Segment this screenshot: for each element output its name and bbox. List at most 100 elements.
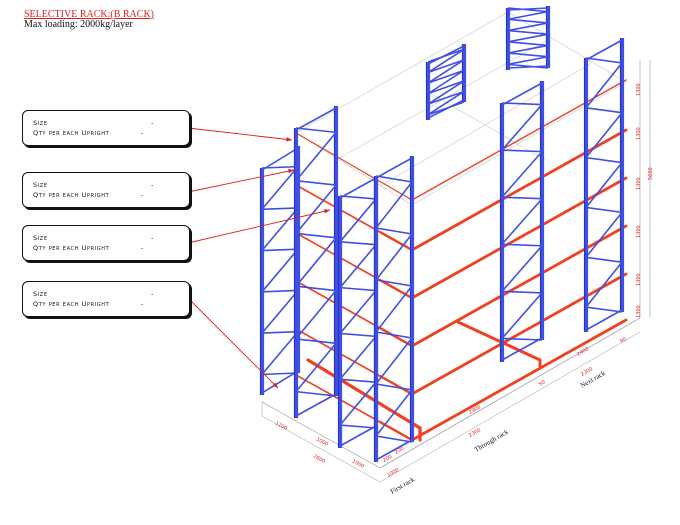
callout-leaders	[187, 127, 331, 389]
frame-brace	[375, 389, 413, 437]
frame-brace	[375, 233, 413, 281]
frame-brace	[295, 285, 337, 292]
frame-brace	[339, 381, 377, 426]
frame-brace	[261, 330, 299, 334]
qty-value: -	[141, 191, 144, 199]
callout-box-2: Size - Qty per each Upright-	[22, 172, 190, 208]
frame-brace	[427, 90, 465, 105]
frame-brace	[585, 309, 623, 331]
frame-brace	[375, 157, 413, 179]
frame-brace	[585, 256, 623, 263]
dim-through-bay: 2900	[468, 404, 482, 416]
callout-qty-row: Qty per each Upright-	[33, 244, 143, 252]
dim-small-e: 90	[619, 336, 628, 344]
floor-rail	[306, 358, 422, 430]
floor-edge	[261, 401, 381, 469]
frame-brace	[585, 306, 623, 313]
callout-size-row: Size -	[33, 119, 153, 127]
size-value: -	[151, 119, 154, 127]
frame-brace	[261, 207, 299, 211]
frame-brace	[261, 207, 299, 252]
frame-brace	[507, 22, 549, 32]
frame-brace	[375, 439, 413, 461]
floor-outline	[261, 60, 651, 483]
first-rack-beam	[378, 278, 414, 300]
frame-brace	[339, 332, 377, 338]
frame-brace	[375, 227, 413, 235]
size-label: Size	[33, 181, 48, 189]
frame-brace	[261, 248, 299, 293]
frame-brace	[339, 378, 377, 383]
callout-arrowhead	[272, 382, 278, 388]
frame-brace	[295, 131, 337, 182]
frame-brace	[501, 82, 543, 106]
frame-brace	[501, 151, 543, 198]
frame-brace	[375, 435, 413, 443]
qty-label: Qty per each Upright	[33, 244, 110, 252]
floor-rail	[456, 320, 542, 362]
frame-brace	[339, 177, 377, 199]
frame-brace	[339, 241, 377, 246]
frame-brace	[501, 292, 543, 339]
top-grid-line	[429, 92, 546, 161]
frame-brace	[501, 337, 543, 341]
frame-brace	[585, 156, 623, 164]
dim-level-top: 1300	[636, 83, 642, 96]
frame-brace	[375, 175, 413, 183]
dim-level-3: 1300	[636, 225, 642, 238]
top-grid-line	[295, 132, 413, 206]
front-beam	[410, 128, 628, 252]
frame-brace	[507, 52, 549, 58]
frame-brace	[585, 62, 623, 109]
frame-brace	[261, 331, 299, 375]
dim-next-bay: 2400	[576, 346, 590, 358]
max-loading-note: Max loading: 2000kg/layer	[24, 19, 133, 30]
frame-brace	[375, 181, 413, 229]
frame-brace	[339, 198, 377, 243]
dim-level-5: 1300	[636, 305, 642, 318]
frame-brace	[261, 165, 299, 169]
frame-brace	[427, 48, 465, 74]
frame-brace	[501, 198, 543, 245]
first-rack-beam	[378, 326, 414, 348]
frame-brace	[375, 337, 413, 385]
frame-brace	[261, 166, 299, 210]
qty-label: Qty per each Upright	[33, 129, 110, 137]
frame-brace	[261, 147, 299, 171]
qty-value: -	[141, 300, 144, 308]
callout-qty-row: Qty per each Upright-	[33, 191, 143, 199]
front-beam	[410, 224, 628, 348]
dim-level-4: 1300	[636, 273, 642, 286]
frame-brace	[427, 45, 465, 65]
frame-brace	[507, 18, 549, 24]
callout-leader-line	[187, 297, 279, 389]
upright-frame-next-back	[583, 38, 625, 332]
dim-next-span: 2300	[580, 366, 594, 378]
front-beam	[410, 176, 628, 300]
frame-brace	[507, 65, 549, 69]
dim-small-c: 1000	[386, 467, 400, 479]
frame-brace	[295, 237, 337, 287]
frame-brace	[585, 112, 623, 159]
frame-brace	[261, 289, 299, 293]
top-grid-line	[507, 11, 627, 83]
dim-first-beam-b: 2600	[312, 453, 326, 464]
frame-brace	[585, 206, 623, 214]
size-label: Size	[33, 119, 48, 127]
frame-brace	[501, 245, 543, 292]
frame-brace	[295, 107, 337, 131]
frame-brace	[507, 63, 549, 69]
frame-brace	[427, 80, 465, 105]
size-value: -	[151, 181, 154, 189]
qty-label: Qty per each Upright	[33, 300, 110, 308]
frame-brace	[427, 69, 465, 84]
dim-small-b: 200	[394, 446, 405, 456]
callout-arrowhead	[324, 209, 330, 214]
top-level-outline	[295, 11, 627, 206]
label-first-rack: First rack	[389, 475, 416, 495]
callout-size-row: Size-	[33, 234, 153, 242]
top-grid-line	[411, 81, 627, 206]
frame-brace	[501, 102, 543, 106]
